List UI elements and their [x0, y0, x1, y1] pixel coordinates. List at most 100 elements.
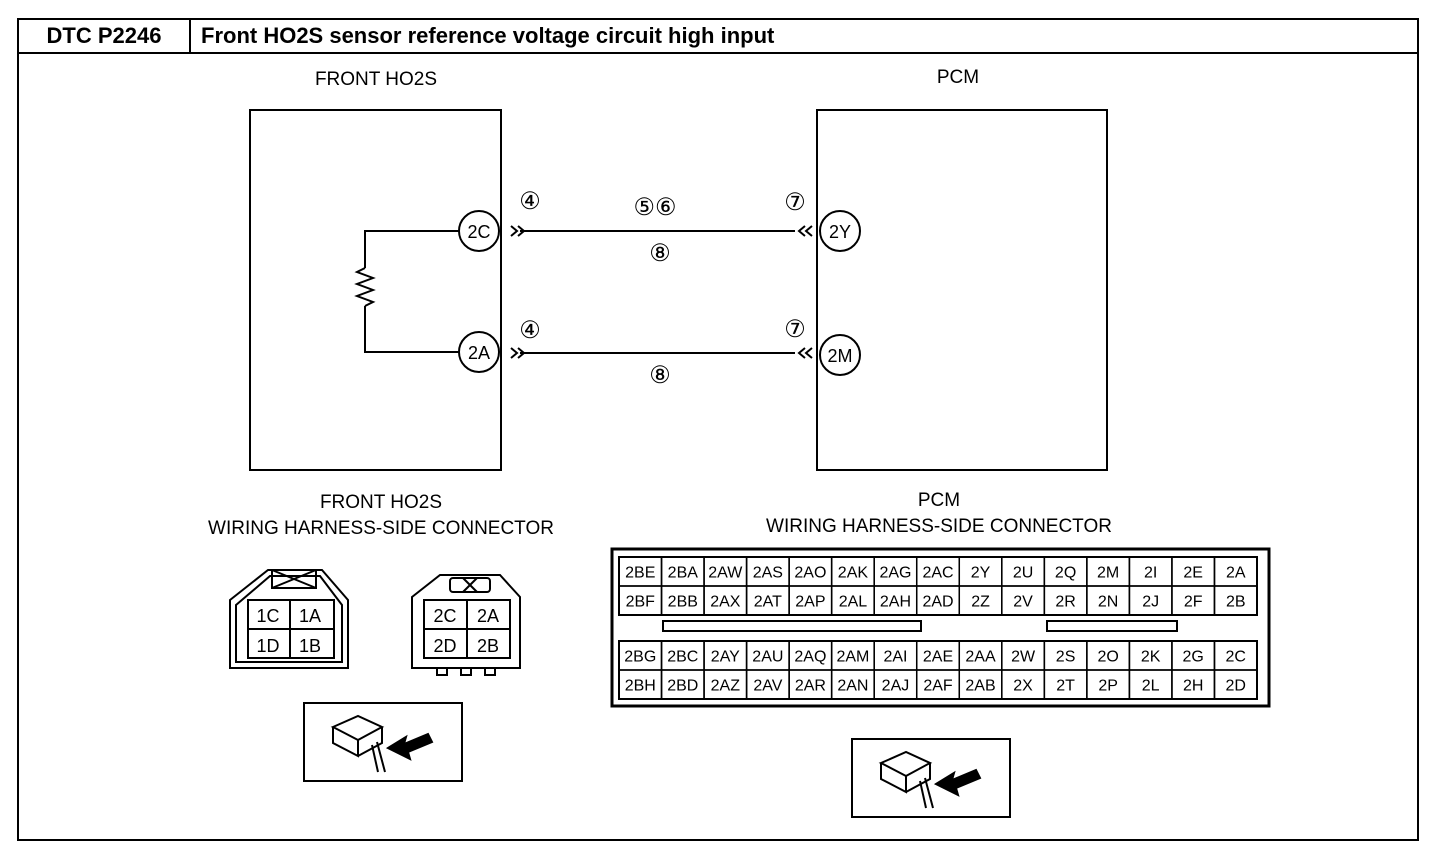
sensor-pin-1c: 1C	[256, 606, 279, 626]
pcm-pin-label: 2X	[1013, 678, 1033, 695]
pcm-pin-label: 2AA	[965, 649, 996, 666]
pcm-pin-label: 2P	[1098, 678, 1118, 695]
pcm-pin-label: 2O	[1097, 649, 1118, 666]
ho2s-connector-title-1: FRONT HO2S	[320, 492, 442, 513]
sensor-pin-1b: 1B	[299, 636, 321, 656]
ref-mark-8-lower: ⑧	[649, 362, 671, 389]
sensor-pin-1d: 1D	[256, 636, 279, 656]
ref-mark-4-upper: ④	[519, 188, 541, 215]
pcm-block	[816, 109, 1108, 471]
pcm-pin-label: 2AO	[794, 565, 826, 582]
svg-text:2A: 2A	[468, 343, 490, 363]
header-bar: DTC P2246 Front HO2S sensor reference vo…	[19, 20, 1417, 54]
ref-mark-8-upper: ⑧	[649, 240, 671, 267]
right-block-label: PCM	[937, 67, 979, 88]
pcm-pin-label: 2AV	[753, 678, 782, 695]
pcm-pin-label: 2AI	[883, 649, 907, 666]
harness-pin-2d: 2D	[433, 636, 456, 656]
probe-connector-icon	[303, 702, 463, 782]
pcm-pin-label: 2AN	[837, 678, 868, 695]
pcm-pin-label: 2BD	[667, 678, 698, 695]
pcm-pin-cell	[1213, 585, 1258, 616]
harness-pin-2b: 2B	[477, 636, 499, 656]
pcm-pin-label: 2AT	[754, 594, 782, 611]
pcm-pin-label: 2AK	[838, 565, 869, 582]
pcm-pin-label: 2F	[1184, 594, 1203, 611]
pcm-pin-label: 2AL	[839, 594, 868, 611]
ref-mark-5-6: ⑤⑥	[633, 194, 676, 221]
dtc-title: Front HO2S sensor reference voltage circ…	[201, 23, 775, 48]
pcm-pin-label: 2E	[1183, 565, 1203, 582]
probe-connector-icon	[851, 738, 1011, 818]
pcm-pin-label: 2AU	[752, 649, 783, 666]
pcm-pin-label: 2AH	[880, 594, 911, 611]
pcm-pin-label: 2J	[1142, 594, 1159, 611]
pcm-pin-label: 2AX	[710, 594, 741, 611]
pcm-pin-label: 2AQ	[794, 649, 826, 666]
pcm-pin-label: 2Y	[971, 565, 991, 582]
sensor-side-connector	[229, 569, 349, 669]
pcm-pin-label: 2BA	[668, 565, 699, 582]
dtc-code: DTC P2246	[19, 20, 191, 52]
connector-chevron-icon	[510, 225, 813, 359]
pcm-pin-label: 2AB	[965, 678, 995, 695]
pcm-pin-label: 2AP	[795, 594, 825, 611]
pcm-pin-label: 2AG	[879, 565, 911, 582]
pcm-connector-title-1: PCM	[918, 490, 960, 511]
pcm-pin-label: 2AF	[923, 678, 953, 695]
pcm-pin-label: 2H	[1183, 678, 1203, 695]
pin-2c: 2C	[458, 210, 500, 252]
pcm-pin-label: 2AR	[795, 678, 826, 695]
pcm-pin-label: 2AY	[711, 649, 740, 666]
pcm-pin-label: 2Q	[1055, 565, 1076, 582]
pcm-pin-label: 2B	[1226, 594, 1246, 611]
pcm-pin-label: 2G	[1183, 649, 1204, 666]
pin-2a: 2A	[458, 331, 500, 373]
pcm-pin-label: 2Z	[971, 594, 990, 611]
pcm-pin-label: 2BH	[625, 678, 656, 695]
pcm-pin-label: 2U	[1013, 565, 1033, 582]
svg-text:2C: 2C	[467, 222, 490, 242]
pin-2m: 2M	[819, 334, 861, 376]
diagram-frame: DTC P2246 Front HO2S sensor reference vo…	[17, 18, 1419, 841]
sensor-pin-1a: 1A	[299, 606, 321, 626]
pcm-pin-label: 2K	[1141, 649, 1161, 666]
pcm-pin-label: 2S	[1056, 649, 1076, 666]
pcm-pin-label: 2BG	[624, 649, 656, 666]
harness-pin-2a: 2A	[477, 606, 499, 626]
pcm-pin-label: 2N	[1098, 594, 1118, 611]
pcm-pin-label: 2BF	[626, 594, 656, 611]
pcm-pin-label: 2BC	[667, 649, 698, 666]
resistor-symbol	[354, 230, 459, 353]
harness-side-connector	[411, 574, 521, 676]
pcm-pin-label: 2BB	[668, 594, 698, 611]
pcm-pin-label: 2AJ	[882, 678, 910, 695]
pcm-pin-cell	[1213, 669, 1258, 700]
pcm-pin-label: 2AZ	[711, 678, 741, 695]
left-block-label: FRONT HO2S	[315, 69, 437, 90]
ref-mark-7-upper: ⑦	[784, 189, 806, 216]
ref-mark-4-lower: ④	[519, 317, 541, 344]
pcm-pin-label: 2A	[1226, 565, 1246, 582]
pcm-pin-label: 2AW	[708, 565, 743, 582]
svg-text:2Y: 2Y	[829, 222, 851, 242]
pcm-pin-label: 2AE	[923, 649, 953, 666]
ho2s-connector-title-2: WIRING HARNESS-SIDE CONNECTOR	[208, 518, 554, 539]
pcm-pin-label: 2M	[1097, 565, 1119, 582]
pcm-pin-label: 2D	[1226, 678, 1246, 695]
pcm-pin-label: 2I	[1144, 565, 1157, 582]
pcm-pin-grid: 2BE 2BA 2AW 2AS 2AO 2AK 2AG 2AC 2Y 2U 2Q 2M 2I 2E 2A 2B…	[618, 556, 1258, 700]
pcm-pin-label: 2AC	[922, 565, 953, 582]
pcm-pin-label: 2R	[1055, 594, 1075, 611]
pin-2y: 2Y	[819, 210, 861, 252]
pcm-pin-label: 2AM	[836, 649, 869, 666]
svg-text:2M: 2M	[827, 346, 852, 366]
pcm-pin-label: 2W	[1011, 649, 1036, 666]
pcm-pin-label: 2L	[1142, 678, 1160, 695]
pcm-pin-label: 2V	[1013, 594, 1033, 611]
pcm-pin-label: 2AD	[922, 594, 953, 611]
pcm-pin-label: 2T	[1056, 678, 1075, 695]
pcm-pin-label: 2AS	[753, 565, 783, 582]
pcm-pin-label: 2BE	[625, 565, 655, 582]
